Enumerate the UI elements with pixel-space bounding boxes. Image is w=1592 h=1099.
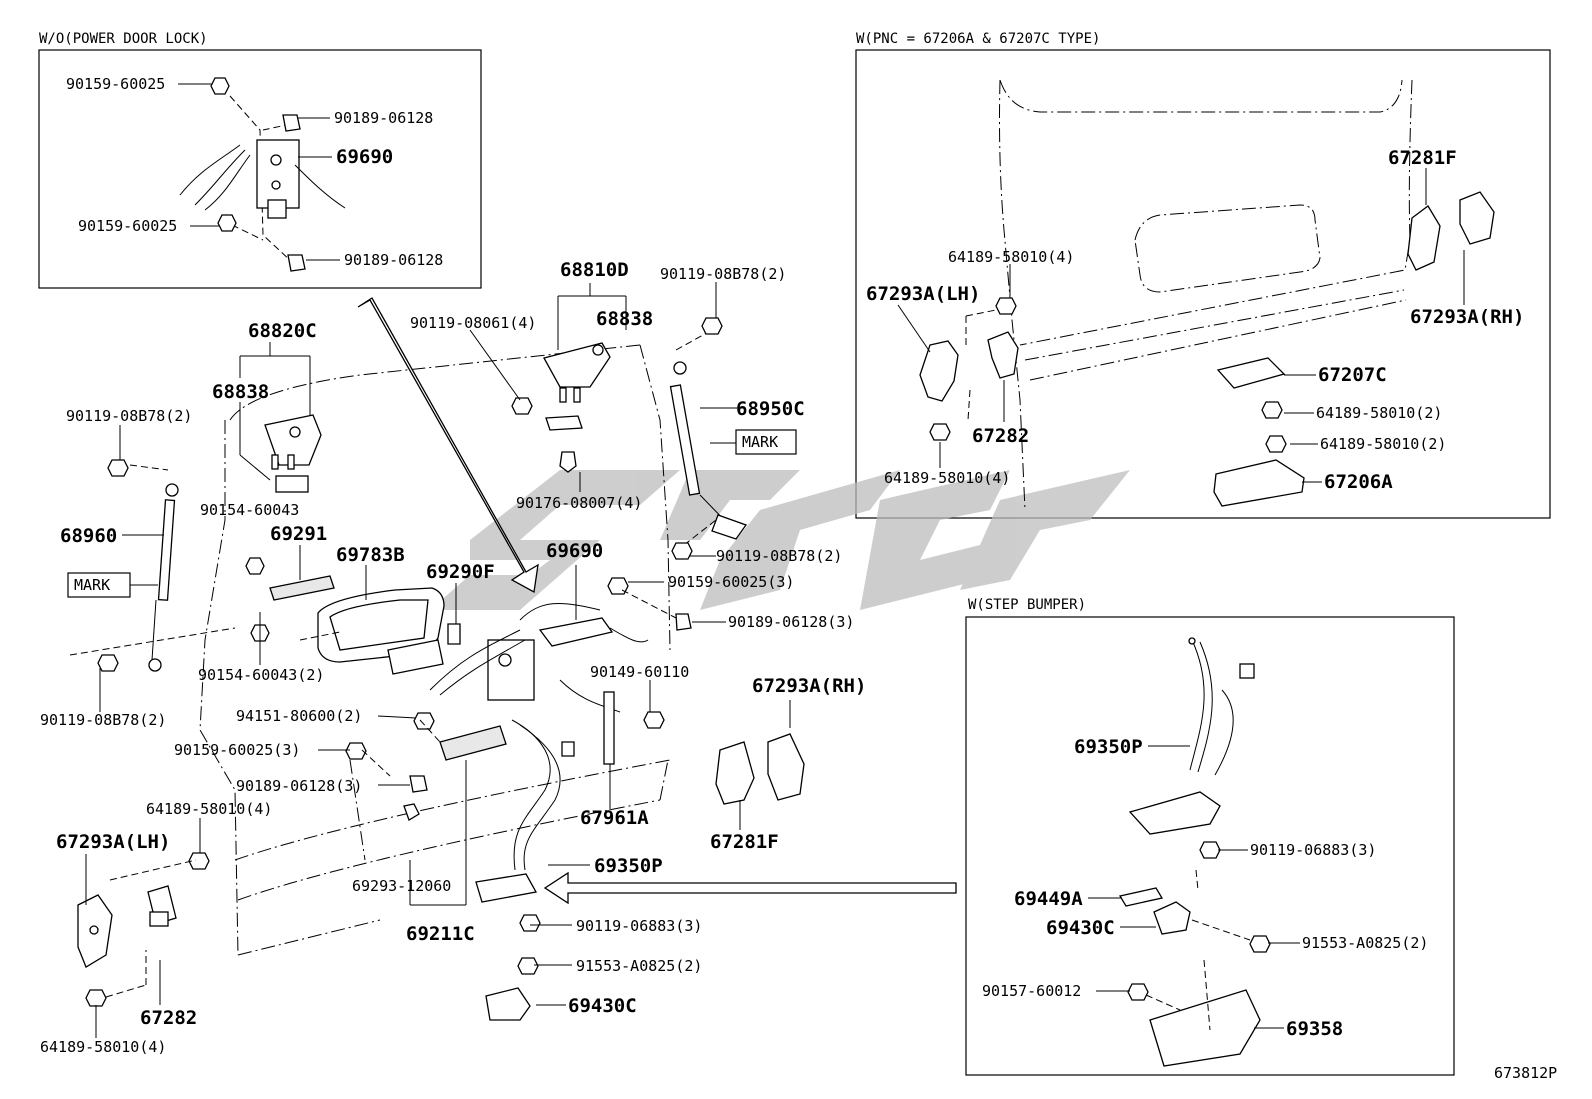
section-title-w-pnc: W(PNC = 67206A & 67207C TYPE) <box>856 31 1100 47</box>
handle-69783B <box>317 587 445 663</box>
w-step-box <box>965 616 1455 1076</box>
lock-assembly-main <box>387 602 649 713</box>
part-label: 67281F <box>1388 147 1457 169</box>
part-label: 67961A <box>580 807 649 829</box>
part-label: 90159-60025 <box>66 75 165 93</box>
part-label: 68960 <box>60 525 117 547</box>
garnish-69291 <box>269 575 335 601</box>
part-label: 69690 <box>336 146 393 168</box>
hinge-left <box>264 414 322 493</box>
striker-67282 <box>147 885 177 927</box>
part-label: 64189-58010(4) <box>948 248 1074 266</box>
inset-lock-assembly <box>179 77 346 272</box>
back-door-outline <box>199 344 671 956</box>
part-label: 68838 <box>212 381 269 403</box>
step-bumper-parts <box>1118 637 1271 1067</box>
part-label: 69211C <box>406 923 475 945</box>
mark-label-left: MARK <box>74 576 110 594</box>
part-label: 69290F <box>426 561 495 583</box>
part-label: 69449A <box>1014 888 1083 910</box>
part-label: 90189-06128 <box>344 251 443 269</box>
handle-69430C <box>485 987 531 1021</box>
part-label: 90149-60110 <box>590 663 689 681</box>
part-label: 64189-58010(2) <box>1320 435 1446 453</box>
pointer-arrow-lock <box>357 297 539 594</box>
part-label: 69430C <box>1046 917 1115 939</box>
part-label: 91553-A0825(2) <box>576 957 702 975</box>
pointer-arrow-step <box>543 871 957 905</box>
pnc-parts <box>919 191 1495 507</box>
mark-label-right: MARK <box>742 433 778 451</box>
part-label: 68820C <box>248 320 317 342</box>
part-label: 90119-06883(3) <box>576 917 702 935</box>
rod-67961A <box>603 691 615 765</box>
part-label: 67281F <box>710 831 779 853</box>
pnc-door-outline <box>999 79 1413 511</box>
part-label: 94151-80600(2) <box>236 707 362 725</box>
striker-67293A-RH <box>767 733 805 801</box>
part-label: 91553-A0825(2) <box>1302 934 1428 952</box>
part-label: 67293A(RH) <box>1410 306 1524 328</box>
part-label: 90119-08061(4) <box>410 314 536 332</box>
part-label: 67293A(LH) <box>56 831 170 853</box>
part-label: 69350P <box>594 855 663 877</box>
cable-69350P <box>475 719 575 903</box>
part-label: 69293-12060 <box>352 877 451 895</box>
leader-lines <box>85 282 791 1038</box>
section-title-wo-power-lock: W/O(POWER DOOR LOCK) <box>39 31 208 47</box>
part-label: 67206A <box>1324 471 1393 493</box>
w-pnc-box <box>855 49 1551 519</box>
part-label: 68950C <box>736 398 805 420</box>
part-label: 64189-58010(4) <box>146 800 272 818</box>
part-label: 67293A(LH) <box>866 283 980 305</box>
part-label: 69430C <box>568 995 637 1017</box>
part-label: 90119-06883(3) <box>1250 841 1376 859</box>
part-label: 69350P <box>1074 736 1143 758</box>
part-label: 90189-06128 <box>334 109 433 127</box>
bolts <box>85 317 723 1007</box>
part-label: 90119-08B78(2) <box>66 407 192 425</box>
part-label: 90157-60012 <box>982 982 1081 1000</box>
hinge-right <box>543 342 611 431</box>
part-label: 64189-58010(4) <box>884 469 1010 487</box>
part-label: 67207C <box>1318 364 1387 386</box>
gas-strut-68950C <box>669 361 748 540</box>
part-label: 69783B <box>336 544 405 566</box>
part-label: 90154-60043 <box>200 501 299 519</box>
part-label: 68838 <box>596 308 653 330</box>
part-label: 67293A(RH) <box>752 675 866 697</box>
part-label: 67282 <box>140 1007 197 1029</box>
wo-power-lock-box <box>38 49 482 289</box>
part-label: 90159-60025(3) <box>668 573 794 591</box>
switch-69211C <box>409 725 507 906</box>
part-label: 68810D <box>560 259 629 281</box>
part-label: 69291 <box>270 523 327 545</box>
part-label: 90119-08B78(2) <box>716 547 842 565</box>
part-label: 90159-60025 <box>78 217 177 235</box>
part-label: 90159-60025(3) <box>174 741 300 759</box>
bumper-67281F <box>715 741 755 805</box>
part-label: 90176-08007(4) <box>516 494 642 512</box>
part-label: 69358 <box>1286 1018 1343 1040</box>
part-label: 64189-58010(4) <box>40 1038 166 1056</box>
part-label: 69690 <box>546 540 603 562</box>
diagram-code: 673812P <box>1494 1064 1557 1082</box>
section-title-w-step: W(STEP BUMPER) <box>968 597 1086 613</box>
mark-box-right <box>735 429 797 455</box>
part-label: 90154-60043(2) <box>198 666 324 684</box>
part-label: 90189-06128(3) <box>728 613 854 631</box>
part-label: 90119-08B78(2) <box>40 711 166 729</box>
part-label: 90189-06128(3) <box>236 777 362 795</box>
part-label: 64189-58010(2) <box>1316 404 1442 422</box>
striker-67293A-LH <box>77 894 113 968</box>
part-label: 90119-08B78(2) <box>660 265 786 283</box>
gas-strut-68960 <box>148 483 179 672</box>
part-label: 67282 <box>972 425 1029 447</box>
